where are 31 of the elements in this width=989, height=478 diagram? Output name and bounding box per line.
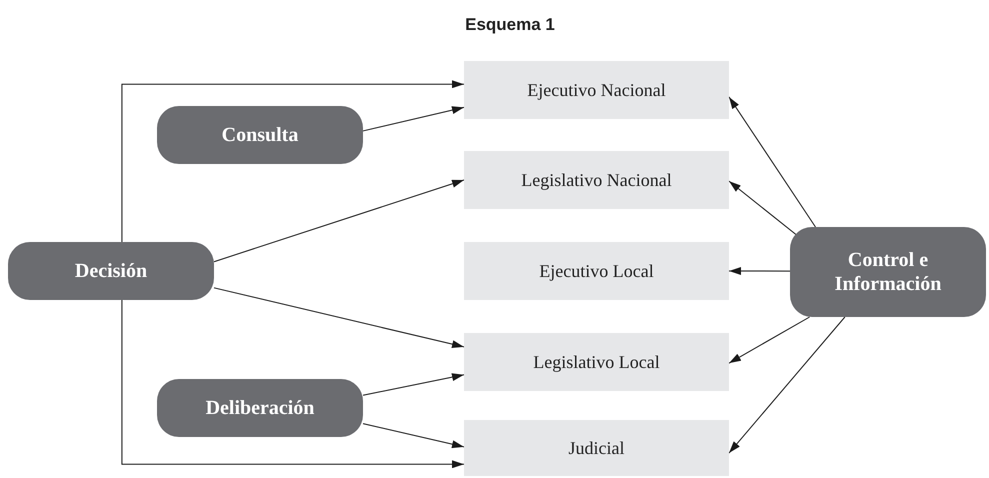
arrow: [121, 80, 464, 242]
arrow: [362, 423, 464, 448]
rounded-box: [157, 379, 363, 437]
arrow: [728, 316, 846, 454]
arrow: [121, 300, 464, 468]
node-label: Control e Información: [834, 248, 942, 296]
process-box: [464, 61, 729, 119]
rounded-box: [790, 227, 986, 317]
diagram-title: Esquema 1: [464, 14, 556, 36]
arrow: [214, 180, 464, 262]
arrow: [728, 180, 798, 236]
process-box: [464, 420, 729, 476]
process-box: [464, 333, 729, 391]
process-box: [464, 151, 729, 209]
node-label: Legislativo Nacional: [521, 168, 672, 192]
node-label: Decisión: [74, 259, 148, 283]
node-label: Legislativo Local: [533, 350, 660, 374]
arrow: [362, 106, 464, 132]
arrow: [362, 373, 464, 396]
arrow: [728, 267, 790, 276]
rounded-box: [157, 106, 363, 164]
node-label: Consulta: [222, 123, 298, 147]
node-label: Ejecutivo Local: [539, 260, 654, 283]
node-label: Deliberación: [206, 396, 314, 420]
arrow: [214, 287, 464, 348]
arrow: [728, 316, 810, 364]
arrow: [728, 96, 816, 228]
node-label: Ejecutivo Nacional: [527, 78, 666, 102]
node-label: Judicial: [568, 436, 624, 460]
process-box: [464, 242, 729, 300]
rounded-box: [8, 242, 214, 300]
